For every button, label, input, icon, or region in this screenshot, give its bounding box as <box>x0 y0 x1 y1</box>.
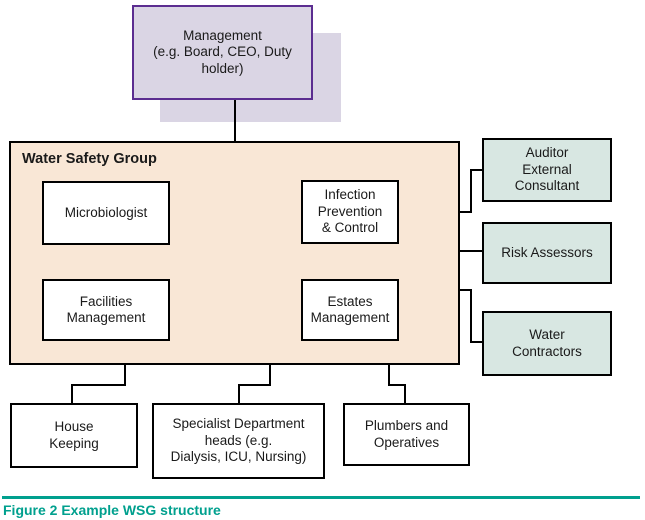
water-safety-group-title: Water Safety Group <box>22 151 157 167</box>
node-risk-assessors: Risk Assessors <box>482 222 612 284</box>
node-infection-prevention-control: Infection Prevention & Control <box>301 180 399 244</box>
connector-wsg-specialist-seg2 <box>238 384 271 386</box>
caption-rule <box>2 496 640 499</box>
connector-wsg-risk-assessors <box>458 250 483 252</box>
connector-wsg-plumbers-seg2 <box>388 384 406 386</box>
node-water-contractors: Water Contractors <box>482 311 612 376</box>
connector-wsg-specialist-seg3 <box>238 384 240 404</box>
node-facilities-management: Facilities Management <box>42 279 170 341</box>
connector-management-wsg <box>234 100 236 142</box>
connector-wsg-water-contractors-seg1 <box>458 289 472 291</box>
connector-wsg-auditor-seg3 <box>470 169 483 171</box>
connector-wsg-water-contractors-seg3 <box>470 341 484 343</box>
connector-wsg-specialist-seg1 <box>269 364 271 386</box>
connector-wsg-house-keeping-seg2 <box>71 384 126 386</box>
node-plumbers-and-operatives: Plumbers and Operatives <box>343 403 470 466</box>
node-house-keeping: House Keeping <box>10 403 138 468</box>
node-estates-management: Estates Management <box>301 279 399 341</box>
node-auditor-external-consultant: Auditor External Consultant <box>482 138 612 202</box>
connector-wsg-plumbers-seg3 <box>404 384 406 404</box>
figure-caption: Figure 2 Example WSG structure <box>3 502 221 518</box>
connector-wsg-auditor-seg2 <box>470 169 472 213</box>
node-specialist-department-heads: Specialist Department heads (e.g. Dialys… <box>152 403 325 479</box>
connector-wsg-auditor-seg1 <box>458 211 472 213</box>
connector-wsg-house-keeping-seg1 <box>124 364 126 386</box>
connector-wsg-house-keeping-seg3 <box>71 384 73 404</box>
connector-wsg-plumbers-seg1 <box>388 364 390 386</box>
node-microbiologist: Microbiologist <box>42 181 170 245</box>
connector-wsg-water-contractors-seg2 <box>470 289 472 343</box>
node-management: Management (e.g. Board, CEO, Duty holder… <box>132 5 313 100</box>
